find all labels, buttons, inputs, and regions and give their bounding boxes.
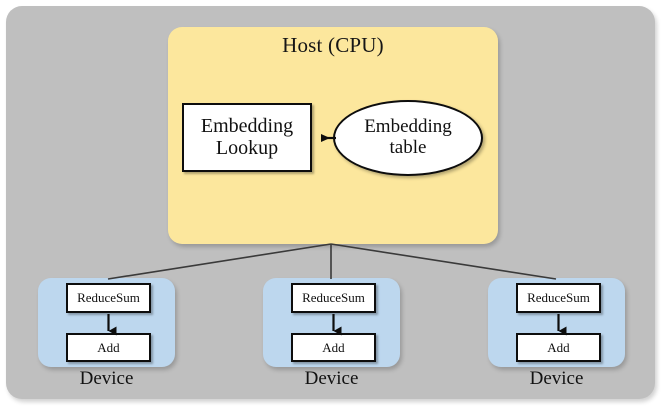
node-add-2-label: Add [322,339,345,355]
node-add-3[interactable]: Add [516,333,601,362]
device-label-1: Device [79,368,134,389]
node-embedding-table-line1: Embedding [364,116,452,138]
node-add-3-label: Add [547,339,570,355]
node-add-2[interactable]: Add [291,333,376,362]
device-label-2: Device [304,368,359,389]
node-embedding-lookup[interactable]: Embedding Lookup [182,103,312,172]
host-title: Host (CPU) [282,33,384,57]
node-embedding-lookup-label: Embedding Lookup [200,114,294,159]
node-add-1[interactable]: Add [66,333,151,362]
node-embedding-lookup-line1: Embedding [200,114,294,137]
node-embedding-table-line2: table [389,137,427,158]
node-reducesum-1-label: ReduceSum [77,290,140,305]
node-reducesum-2-label: ReduceSum [302,290,365,305]
device-label-3: Device [529,368,584,389]
node-embedding-table-label: Embedding table [364,117,452,158]
node-reducesum-2[interactable]: ReduceSum [291,283,376,313]
node-embedding-table[interactable]: Embedding table [333,100,483,176]
node-reducesum-3[interactable]: ReduceSum [516,283,601,313]
node-add-1-label: Add [97,339,120,355]
node-embedding-lookup-line2: Lookup [215,136,279,159]
node-reducesum-3-label: ReduceSum [527,290,590,305]
node-reducesum-1[interactable]: ReduceSum [66,283,151,313]
